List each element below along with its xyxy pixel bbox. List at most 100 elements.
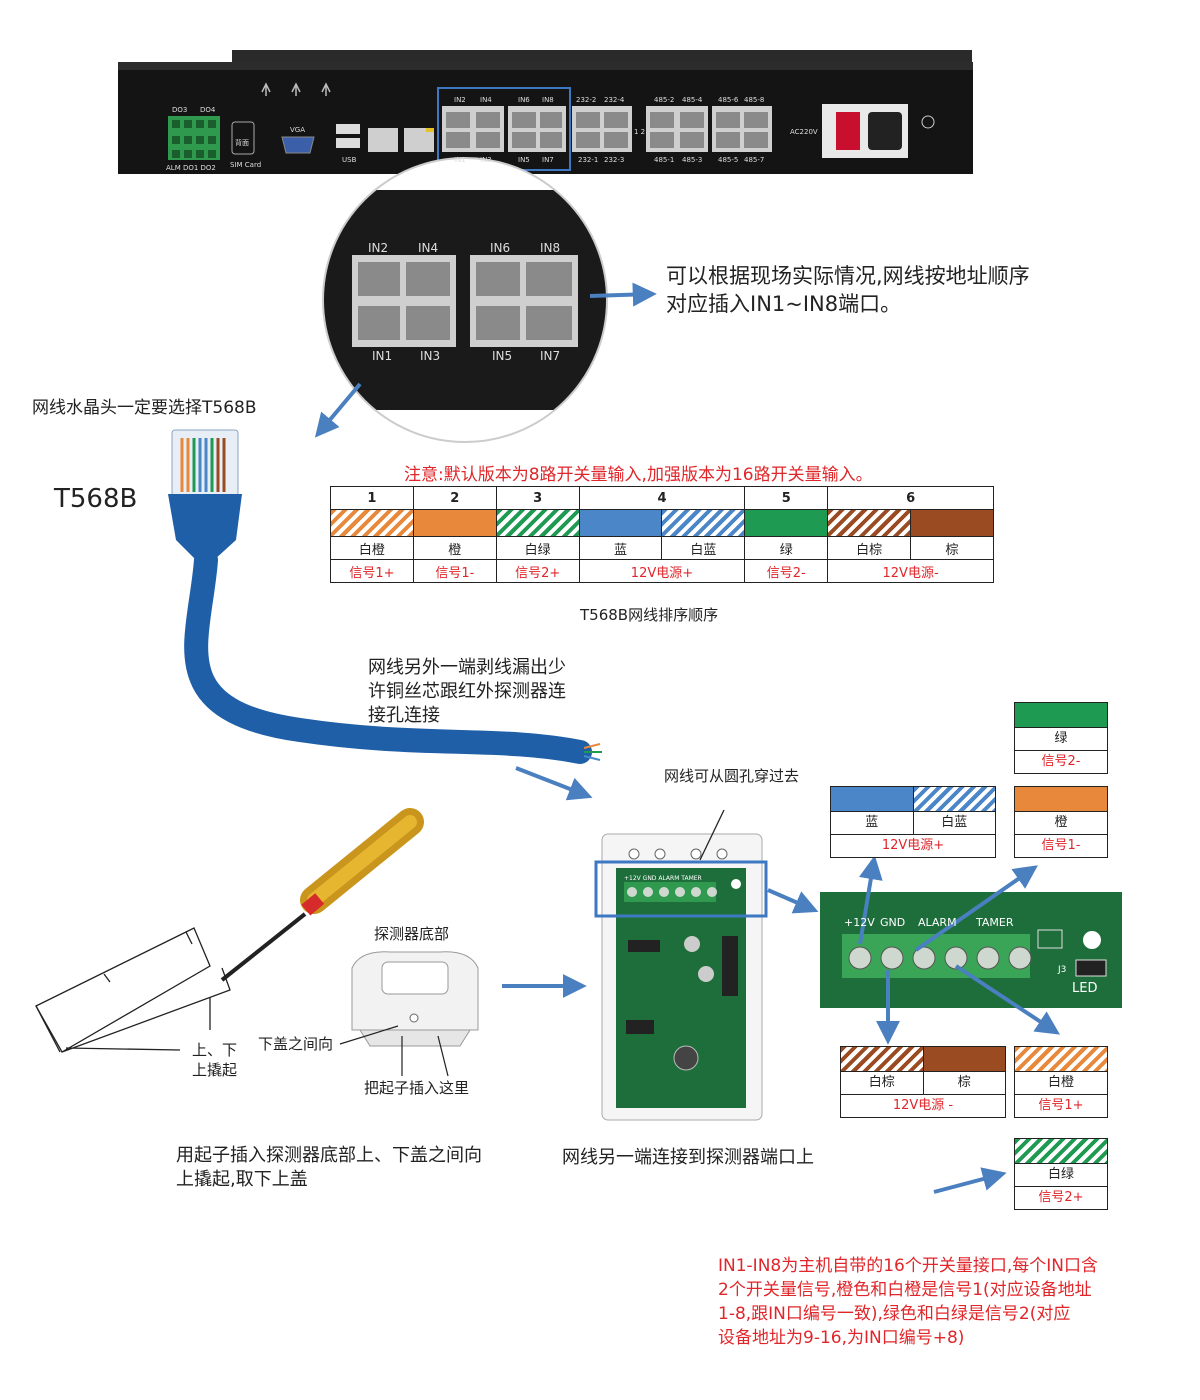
legend-swatch [923, 1047, 1005, 1071]
terminal-12v-label: +12V [844, 916, 875, 929]
screwdriver [220, 808, 424, 982]
legend-white-orange: 白橙 信号1+ [1014, 1046, 1108, 1118]
color-name: 橙 [412, 536, 497, 560]
legend-orange: 橙 信号1- [1014, 786, 1108, 858]
pry-line1: 上、下 [192, 1041, 238, 1059]
swatch-brown [910, 509, 994, 537]
pcb-small-label: +12V GND ALARM TAMER [624, 875, 702, 882]
swatch-green [744, 509, 829, 537]
zoom-in3-label: IN3 [420, 349, 440, 363]
in8-label: IN8 [542, 96, 554, 104]
connect-note: 网线另一端连接到探测器端口上 [562, 1147, 814, 1168]
mid-mark-label: 1 2 [634, 128, 645, 136]
do4-label: DO4 [200, 106, 216, 114]
t568b-title: T568B [54, 484, 138, 514]
port-note-line1: 可以根据现场实际情况,网线按地址顺序 [666, 264, 1030, 288]
signal-name: 信号1- [412, 559, 497, 583]
detector-board [601, 833, 763, 1121]
232-2-label: 232-2 [576, 96, 596, 104]
legend-color: 白绿 [1047, 1167, 1074, 1182]
color-name: 白蓝 [661, 536, 746, 560]
signal-name: 信号2- [744, 559, 829, 583]
legend-swatch [1015, 1139, 1107, 1163]
detector-bottom-label: 探测器底部 [374, 925, 450, 943]
zoom-in8-label: IN8 [540, 241, 560, 255]
screwdriver-note-line1: 用起子插入探测器底部上、下盖之间向 [176, 1145, 482, 1166]
legend-signal: 信号2+ [1038, 1190, 1084, 1205]
legend-color: 蓝 [831, 812, 914, 834]
485-7-label: 485-7 [744, 156, 764, 164]
in2-label: IN2 [454, 96, 466, 104]
device-rear-panel [118, 50, 973, 174]
legend-signal: 12V电源 - [892, 1098, 954, 1113]
do3-label: DO3 [172, 106, 187, 114]
legend-swatch [913, 787, 995, 811]
bottom-note: IN1-IN8为主机自带的16个开关量接口,每个IN口含 2个开关量信号,橙色和… [718, 1254, 1098, 1350]
rj45-plug [168, 429, 242, 560]
between-covers-label: 下盖之间向 [258, 1035, 334, 1053]
bottom-note-line1: IN1-IN8为主机自带的16个开关量接口,每个IN口含 [718, 1256, 1098, 1276]
legend-swatch [1015, 703, 1107, 727]
legend-color: 白橙 [1047, 1075, 1074, 1090]
network-cable [184, 548, 592, 764]
warning-text: 注意:默认版本为8路开关量输入,加强版本为16路开关量输入。 [404, 465, 873, 485]
485-3-label: 485-3 [682, 156, 702, 164]
arrow-zoom-to-note [589, 282, 657, 307]
color-name: 绿 [744, 536, 829, 560]
in6-label: IN6 [518, 96, 530, 104]
color-name: 白棕 [827, 536, 912, 560]
pin-number: 6 [827, 486, 994, 510]
legend-color: 橙 [1054, 815, 1068, 830]
t568b-wiring-table: 1 2 3 4 5 6 白橙 橙 白绿 蓝 白蓝 绿 白棕 棕 信号1+ 信号1… [330, 486, 994, 583]
legend-swatch [841, 1047, 924, 1071]
legend-signal: 信号1- [1041, 838, 1081, 853]
pin-number: 1 [330, 486, 414, 510]
screwdriver-note: 用起子插入探测器底部上、下盖之间向 上撬起,取下上盖 [176, 1144, 482, 1192]
legend-green: 绿 信号2- [1014, 702, 1108, 774]
ac220v-label: AC220V [790, 128, 818, 136]
485-2-label: 485-2 [654, 96, 674, 104]
port-note-line2: 对应插入IN1~IN8端口。 [666, 292, 902, 316]
pin-number: 5 [744, 486, 829, 510]
vga-label: VGA [290, 126, 305, 134]
pry-line2: 上撬起 [192, 1061, 238, 1079]
color-name: 棕 [910, 536, 994, 560]
485-4-label: 485-4 [682, 96, 703, 104]
terminal-j3-label: J3 [1057, 965, 1066, 975]
swatch-white-orange [330, 509, 414, 537]
color-name: 白橙 [330, 536, 414, 560]
terminal-led-label: LED [1072, 981, 1097, 996]
table-caption: T568B网线排序顺序 [580, 606, 719, 624]
alm-label: ALM DO1 DO2 [166, 164, 216, 172]
pry-label: 上、下 上撬起 [192, 1040, 237, 1080]
zoom-in5-label: IN5 [492, 349, 512, 363]
strip-note-line1: 网线另外一端剥线漏出少 [368, 657, 566, 678]
swatch-blue [578, 509, 663, 537]
hole-note: 网线可从圆孔穿过去 [664, 767, 800, 785]
cable-wires [583, 743, 602, 761]
232-1-label: 232-1 [578, 156, 598, 164]
terminal-highlight [594, 860, 768, 918]
bottom-note-line4: 设备地址为9-16,为IN口编号+8) [718, 1328, 965, 1348]
legend-color: 白棕 [841, 1072, 924, 1094]
terminal-gnd-label: GND [880, 916, 905, 929]
legend-brown: 白棕棕 12V电源 - [840, 1046, 1006, 1118]
color-name: 蓝 [578, 536, 663, 560]
detector-bottom-view [351, 951, 479, 1047]
legend-swatch [1015, 787, 1107, 811]
signal-name: 12V电源+ [578, 559, 746, 583]
swatch-white-green [495, 509, 580, 537]
485-8-label: 485-8 [744, 96, 764, 104]
color-name: 白绿 [495, 536, 580, 560]
signal-name: 信号1+ [330, 559, 414, 583]
legend-signal: 信号1+ [1038, 1098, 1084, 1113]
sim-card-label: SIM Card [230, 161, 261, 169]
232-3-label: 232-3 [604, 156, 624, 164]
zoom-in1-label: IN1 [372, 349, 392, 363]
legend-white-green: 白绿 信号2+ [1014, 1138, 1108, 1210]
strip-note-line2: 许铜丝芯跟红外探测器连 [368, 681, 566, 702]
signal-name: 12V电源- [827, 559, 994, 583]
arrow-zoom-to-rj45 [314, 382, 362, 438]
arrow-board-to-terminal [767, 888, 819, 914]
detector-cover-sketch [35, 927, 231, 1053]
